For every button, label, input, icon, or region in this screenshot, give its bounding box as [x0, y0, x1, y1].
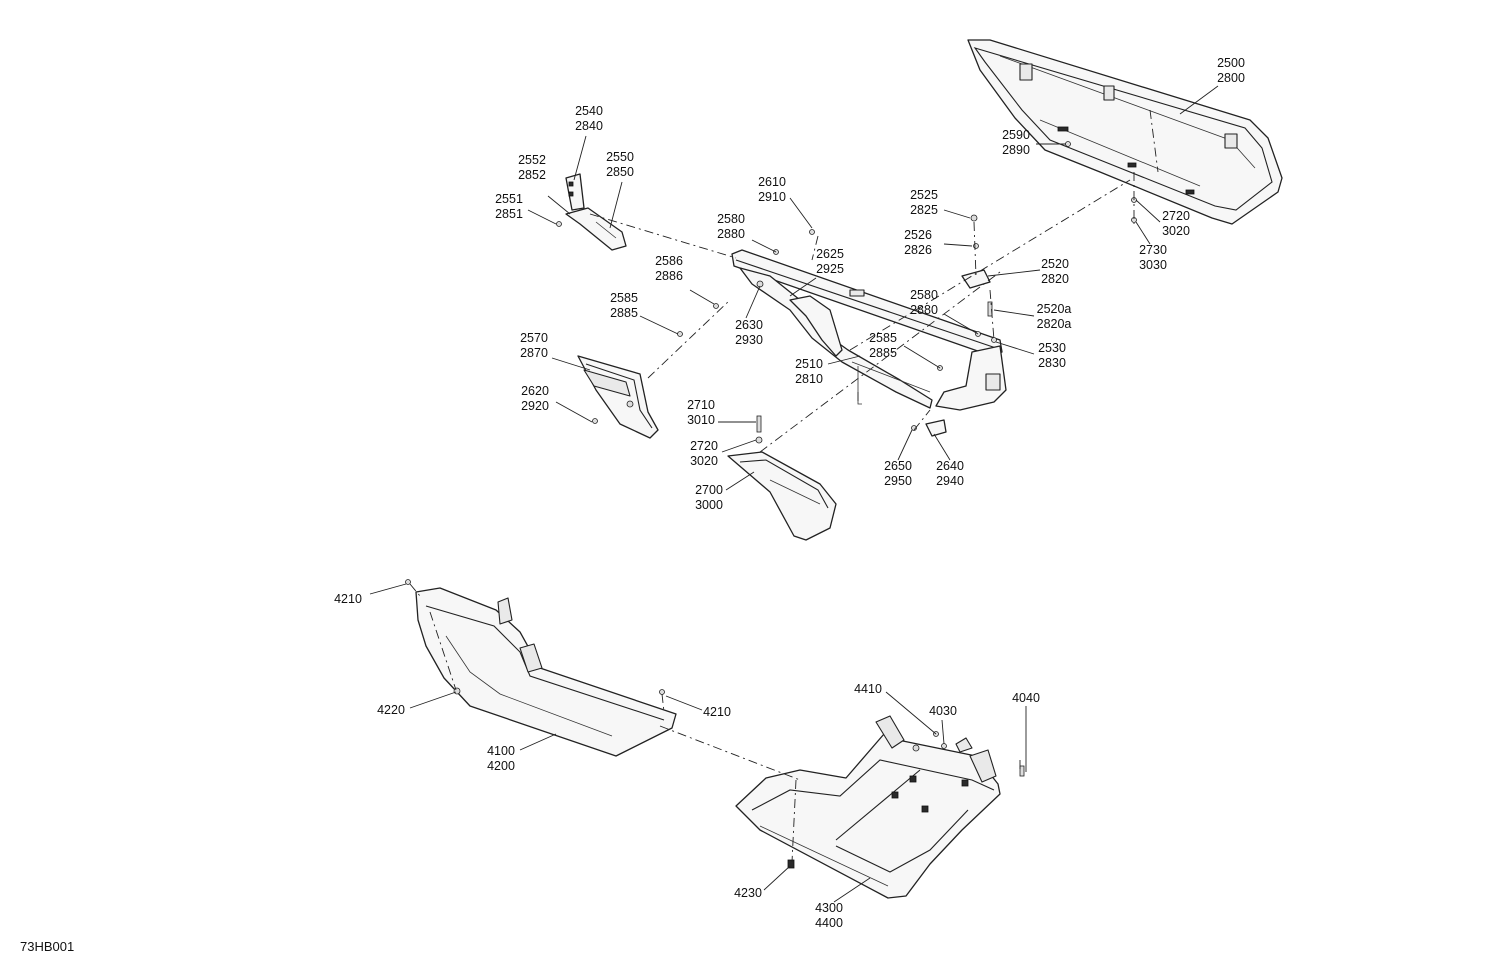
- callout-4030: 4030: [929, 704, 957, 718]
- part-foot-guard: [727, 415, 837, 541]
- part-right-skid-plate: [735, 715, 1025, 899]
- part-left-guard: [577, 355, 659, 439]
- part-upper-bracket: [556, 173, 627, 251]
- leader-lines: [369, 85, 1219, 903]
- part-door-panel: [967, 39, 1283, 225]
- diagram-reference-code: 73HB001: [20, 939, 75, 954]
- callout-4210-left: 4210: [334, 592, 362, 606]
- callout-4220: 4220: [377, 703, 405, 717]
- callout-4410: 4410: [854, 682, 882, 696]
- callout-4230: 4230: [734, 886, 762, 900]
- part-left-skid-plate: [405, 579, 677, 757]
- part-main-rail: [731, 229, 1007, 411]
- assembly-lines: [409, 109, 1159, 863]
- callout-4040: 4040: [1012, 691, 1040, 705]
- callout-4210-right: 4210: [703, 705, 731, 719]
